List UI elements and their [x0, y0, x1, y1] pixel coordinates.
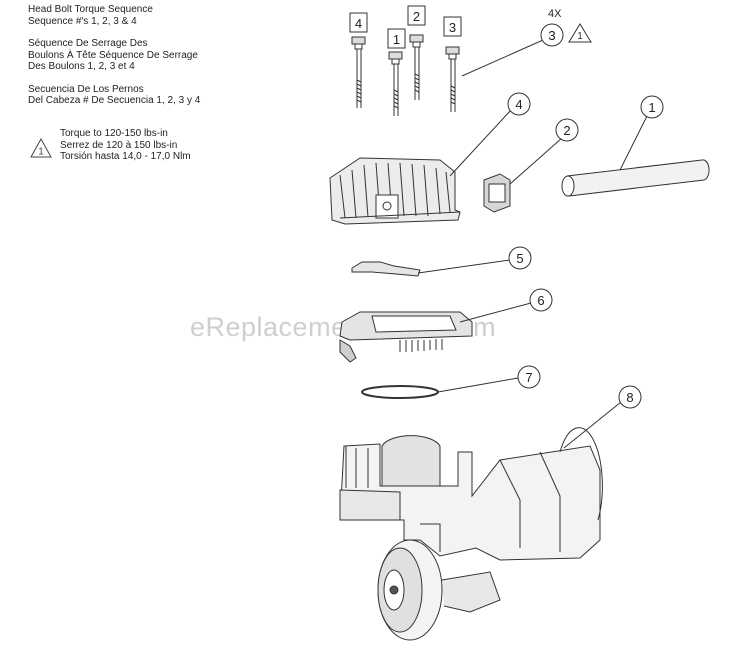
- head-bolt: [445, 46, 460, 112]
- callout-5: 5: [508, 246, 532, 270]
- notes-spanish: Secuencia De Los Pernos Del Cabeza # De …: [28, 83, 201, 107]
- callout-8: 8: [618, 385, 642, 409]
- callout-7: 7: [517, 365, 541, 389]
- sequence-box-2: 2: [407, 5, 426, 26]
- svg-text:1: 1: [38, 147, 44, 158]
- sequence-box-4: 4: [349, 12, 368, 33]
- callout-leaders: [417, 39, 649, 449]
- svg-text:3: 3: [449, 20, 456, 35]
- pump-assembly: [339, 427, 603, 641]
- torque-warning-icon: 1: [568, 23, 592, 43]
- head-bolt: [351, 36, 366, 108]
- svg-text:4: 4: [355, 16, 362, 31]
- tube: [561, 159, 710, 197]
- head-gasket: [483, 173, 511, 213]
- svg-text:1: 1: [648, 100, 655, 115]
- callout-3: 3: [540, 23, 564, 47]
- notes-english: Head Bolt Torque Sequence Sequence #'s 1…: [28, 4, 153, 27]
- sequence-box-1: 1: [387, 28, 406, 49]
- svg-text:4: 4: [515, 97, 522, 112]
- valve-plate-assembly: [339, 311, 473, 363]
- torque-spec: Torque to 120-150 lbs-in Serrez de 120 à…: [60, 128, 191, 162]
- svg-text:2: 2: [413, 9, 420, 24]
- head-bolt: [409, 34, 424, 100]
- svg-text:1: 1: [393, 32, 400, 47]
- callout-2: 2: [555, 118, 579, 142]
- cylinder-head: [329, 157, 461, 225]
- svg-text:1: 1: [577, 31, 583, 42]
- head-bolt: [388, 51, 403, 116]
- callout-1: 1: [640, 95, 664, 119]
- svg-text:7: 7: [525, 370, 532, 385]
- o-ring: [361, 385, 439, 399]
- notes-french: Séquence De Serrage Des Boulons À Tête S…: [28, 38, 198, 72]
- svg-text:8: 8: [626, 390, 633, 405]
- quantity-label: 4X: [548, 8, 562, 20]
- torque-sequence-notes: Head Bolt Torque Sequence Sequence #'s 1…: [28, 4, 200, 118]
- svg-text:6: 6: [537, 293, 544, 308]
- reed-valve-plate: [351, 261, 421, 277]
- svg-text:2: 2: [563, 123, 570, 138]
- svg-text:5: 5: [516, 251, 523, 266]
- callout-4: 4: [507, 92, 531, 116]
- callout-6: 6: [529, 288, 553, 312]
- warning-icon: 1: [30, 138, 52, 158]
- svg-text:3: 3: [548, 28, 555, 43]
- sequence-box-3: 3: [443, 16, 462, 37]
